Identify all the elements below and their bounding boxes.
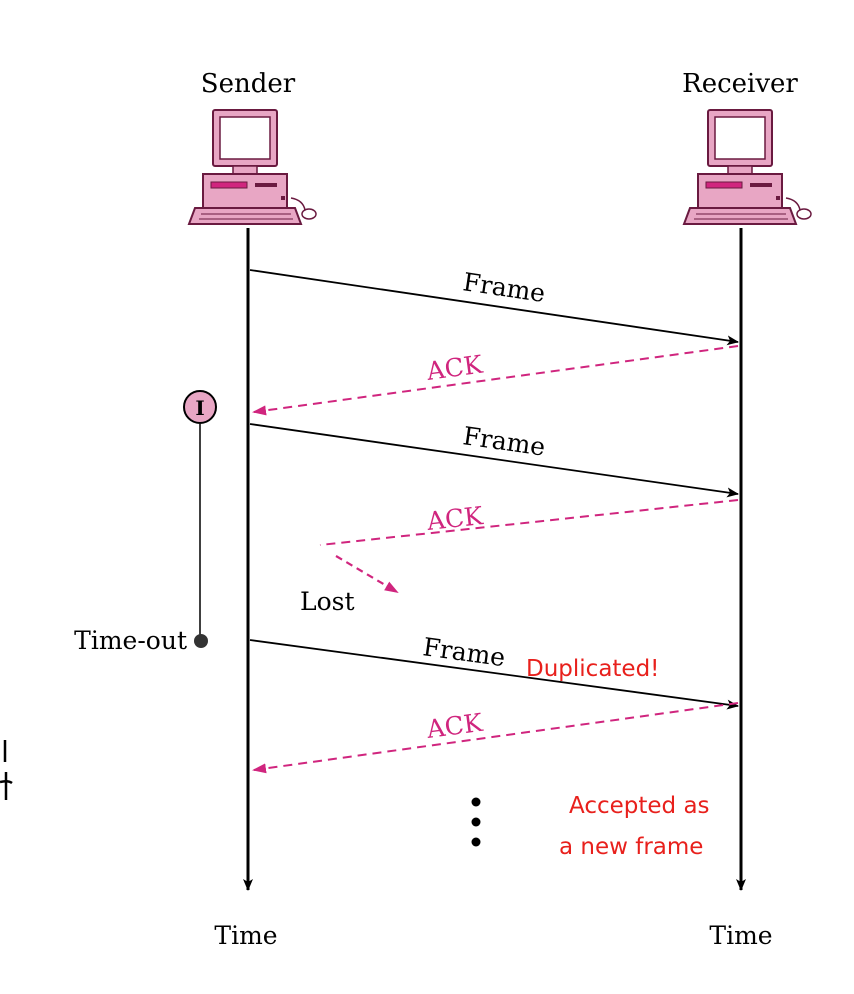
ack-arrow bbox=[252, 345, 739, 416]
lost-ack-arrow bbox=[319, 499, 739, 546]
timer-start-icon bbox=[183, 390, 217, 424]
sender-label: Sender bbox=[201, 69, 296, 99]
sender-time-label: Time bbox=[214, 921, 277, 950]
sender-computer-icon bbox=[187, 109, 317, 225]
receiver-label: Receiver bbox=[682, 69, 798, 99]
timeout-label: Time-out bbox=[74, 626, 187, 655]
frame-arrow bbox=[249, 269, 739, 346]
accepted-annotation-line1: Accepted as bbox=[569, 793, 710, 819]
cropped-handwriting-fragment bbox=[0, 740, 13, 800]
frame-label: Frame bbox=[421, 632, 507, 672]
timer-start-symbol: I bbox=[195, 396, 204, 420]
frame-arrow bbox=[249, 423, 739, 498]
ack-label: ACK bbox=[425, 501, 486, 536]
lost-label: Lost bbox=[300, 587, 355, 616]
frame-arrow bbox=[249, 639, 739, 710]
ack-label: ACK bbox=[424, 708, 486, 744]
ack-label: ACK bbox=[424, 349, 486, 386]
timeout-dot-icon bbox=[194, 634, 208, 648]
receiver-computer-icon bbox=[682, 109, 812, 225]
duplicated-annotation: Duplicated! bbox=[526, 656, 659, 682]
accepted-annotation-line2: a new frame bbox=[559, 834, 703, 860]
ack-arrow bbox=[252, 702, 739, 774]
frame-label: Frame bbox=[461, 267, 547, 308]
ellipsis-dots-icon bbox=[471, 797, 481, 847]
receiver-time-label: Time bbox=[709, 921, 772, 950]
